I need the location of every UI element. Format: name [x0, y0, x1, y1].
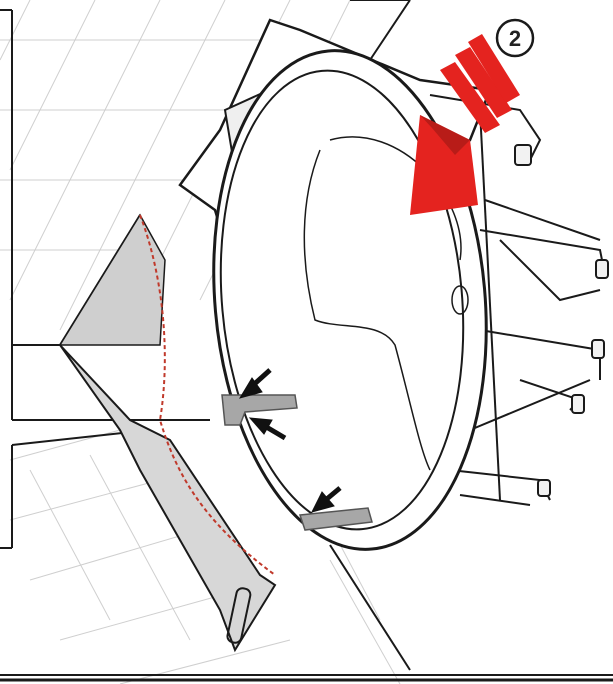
panel-seam-line [139, 214, 276, 576]
tub-basin-contour [303, 149, 431, 471]
upper-fixing-bracket [221, 394, 298, 426]
black-pointer-arrow-icon [311, 486, 342, 513]
red-push-arrow-icon [410, 34, 520, 215]
fixing-brackets [221, 394, 373, 531]
step-number-badge: 2 [495, 18, 535, 58]
tub-support-frame [429, 94, 609, 506]
lower-fixing-bracket [298, 507, 373, 531]
black-pointer-arrow-icon [248, 417, 287, 441]
tub-inner-rim [219, 69, 465, 531]
side-panel [58, 213, 277, 653]
panel-slot [226, 587, 252, 644]
drain-hole [451, 285, 469, 315]
black-pointer-arrow-icon [238, 368, 272, 399]
step-number: 2 [509, 26, 521, 51]
black-pointer-arrow-icons [238, 368, 342, 513]
